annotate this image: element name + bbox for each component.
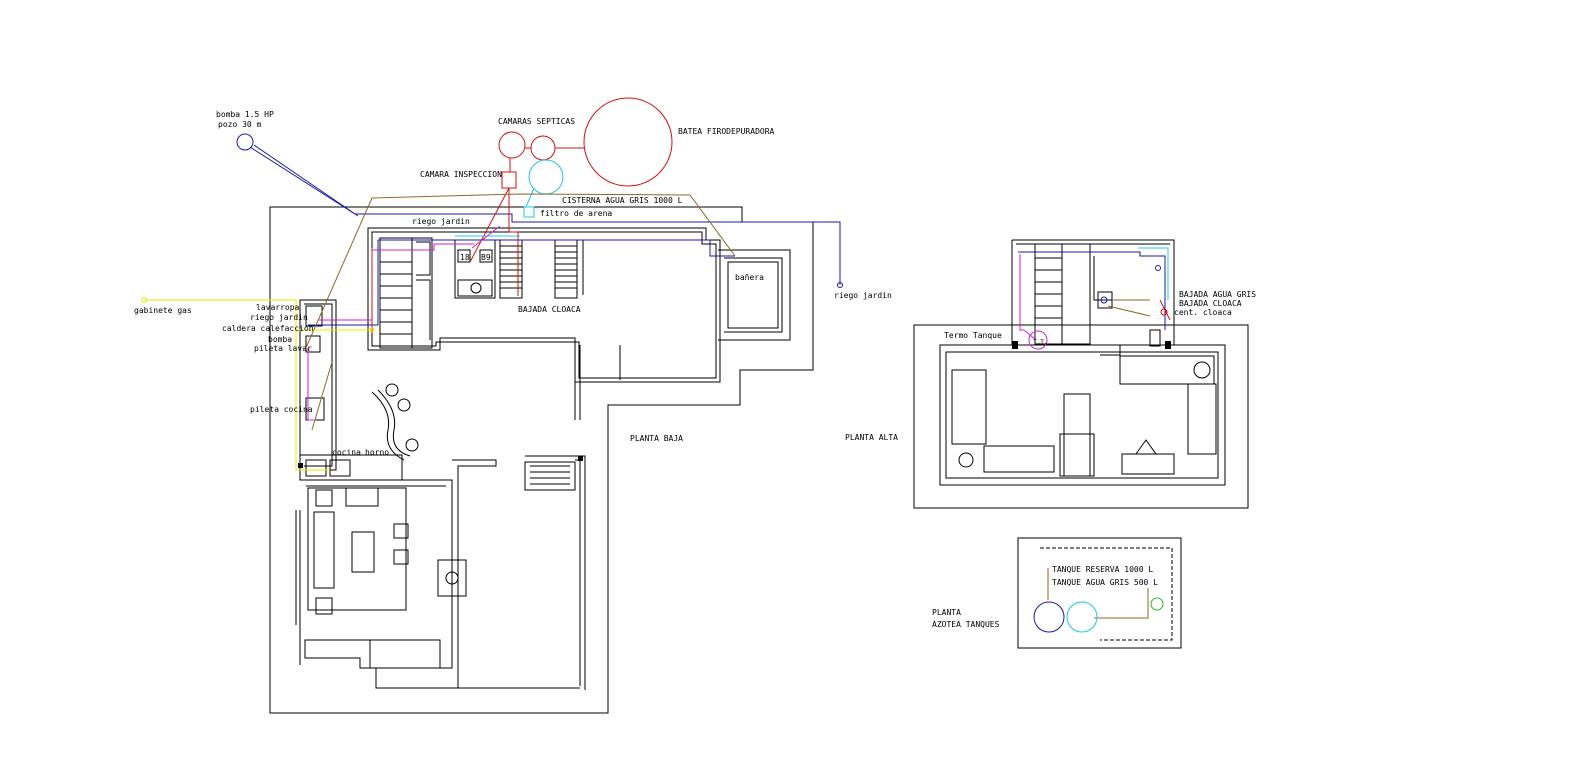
label-camaras-septicas: CAMARAS SEPTICAS: [498, 117, 575, 126]
label-riego-jardin-left: riego jardin: [250, 313, 308, 322]
staircase-left: [379, 237, 433, 349]
label-planta: PLANTA: [932, 608, 961, 617]
termo-tanque-icon: [1028, 330, 1048, 350]
septic-chamber-icon-2: [530, 135, 556, 161]
label-tanque-reserva: TANQUE RESERVA 1000 L: [1052, 565, 1153, 574]
label-tanque-agua-gris: TANQUE AGUA GRIS 500 L: [1052, 578, 1158, 587]
septic-chamber-icon: [498, 131, 526, 159]
label-cent-cloaca: cent. cloaca: [1174, 308, 1232, 317]
plumbing-lines-alta: [1018, 247, 1171, 350]
plumbing-lines-baja: [141, 97, 843, 471]
planta-baja-plan: 18 B9: [269, 206, 814, 714]
planta-alta-plan: [913, 239, 1249, 509]
sand-filter-icon: [523, 206, 535, 218]
label-gabinete-gas: gabinete gas: [134, 306, 192, 315]
label-bajada-agua-gris: BAJADA AGUA GRIS: [1179, 290, 1256, 299]
label-camara-inspeccion: CAMARA INSPECCION: [420, 170, 502, 179]
label-riego-jardin-top: riego jardin: [412, 217, 470, 226]
vent-icon: [1150, 597, 1164, 611]
label-cisterna: CISTERNA AGUA GRIS 1000 L: [562, 196, 683, 205]
stair-block-center: [499, 239, 578, 299]
label-banera: bañera: [735, 273, 764, 282]
label-batea: BATEA FIRODEPURADORA: [678, 127, 775, 136]
label-bomba-left: bomba: [268, 335, 292, 344]
label-azotea-tanques: AZOTEA TANQUES: [932, 620, 1000, 629]
label-bajada-cloaca: BAJADA CLOACA: [518, 305, 581, 314]
azotea-plan: [1017, 537, 1182, 649]
label-planta-alta: PLANTA ALTA: [845, 433, 898, 442]
label-bajada-cloaca-alta: BAJADA CLOACA: [1179, 299, 1242, 308]
pump-well-icon: [236, 133, 254, 151]
label-planta-baja: PLANTA BAJA: [630, 434, 683, 443]
label-pileta-lavar: pileta lavar: [254, 344, 312, 353]
label-termo-tanque: Termo Tanque: [944, 331, 1002, 340]
label-filtro: filtro de arena: [540, 209, 612, 218]
label-pileta-cocina: pileta cocina: [250, 405, 313, 414]
plan-labels: bomba 1.5 HP pozo 30 m CAMARAS SEPTICAS …: [134, 110, 1256, 629]
tanque-reserva-icon: [1033, 601, 1065, 633]
fixture-label-1: 18: [460, 253, 470, 262]
label-cocina: cocina: [332, 448, 361, 457]
label-pozo: pozo 30 m: [218, 120, 262, 129]
label-riego-jardin-right: riego jardin: [834, 291, 892, 300]
inspection-chamber-icon: [501, 171, 517, 189]
label-caldera: caldera calefaccion: [222, 324, 314, 333]
bathroom-fixtures: 18 B9: [454, 239, 496, 299]
label-horno: horno: [365, 448, 389, 457]
tanque-agua-gris-icon: [1066, 601, 1098, 633]
label-lavarropa: lavarropa: [256, 303, 300, 312]
biofilter-tank-icon: [583, 97, 673, 187]
label-bomba: bomba 1.5 HP: [216, 110, 274, 119]
fixture-label-2: B9: [481, 253, 491, 262]
label-tt: T.T.: [1033, 339, 1047, 346]
